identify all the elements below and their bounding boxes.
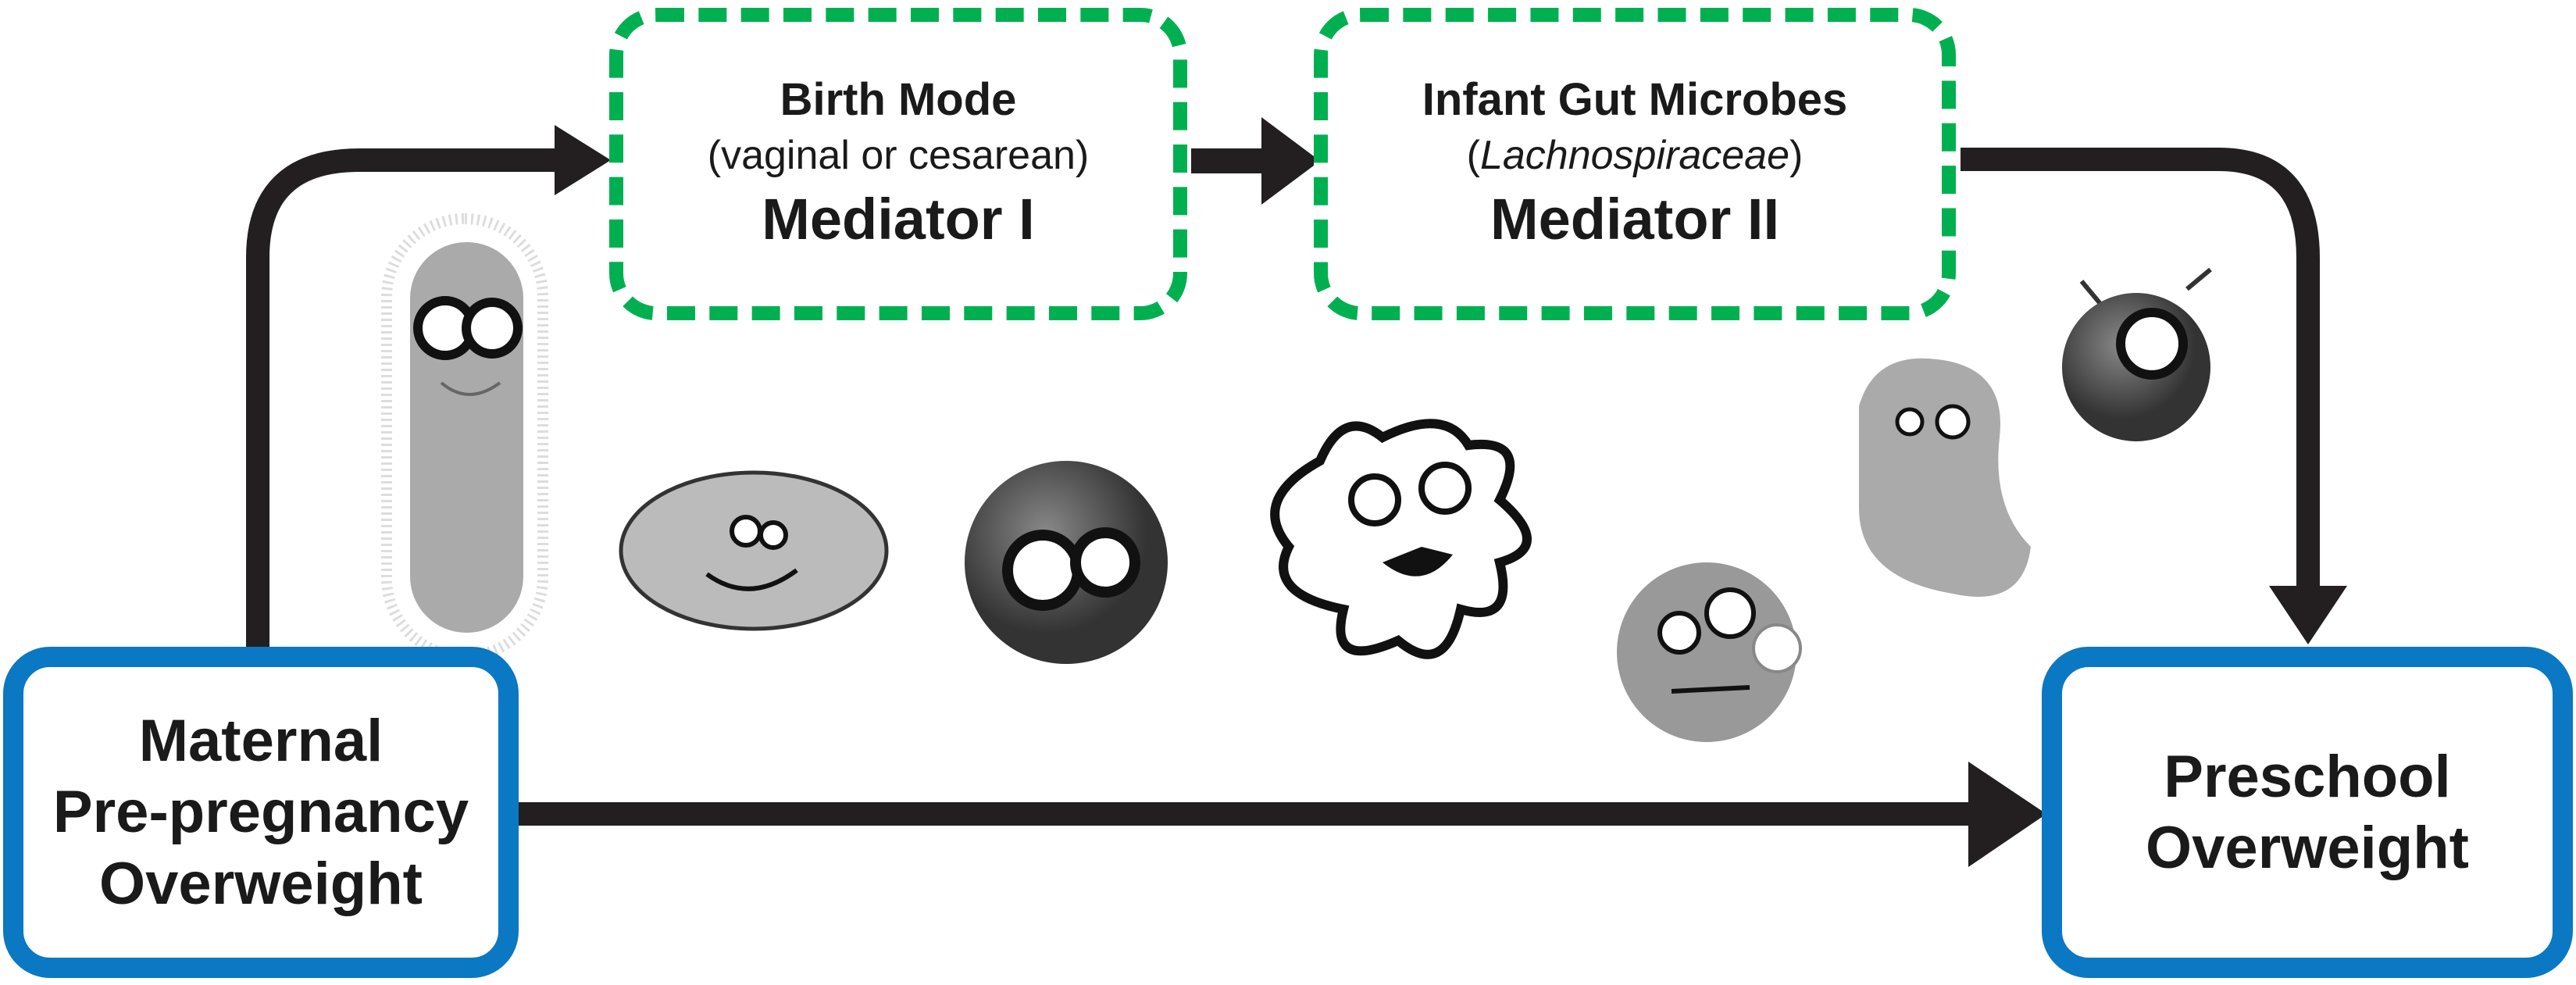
blob-microbe-icon [1859,358,2031,597]
mediator2-label: Mediator II [1490,187,1780,252]
arrow-exposure-to-outcome [516,762,2046,867]
arrow-exposure-to-mediator1 [246,148,562,648]
dark-antenna-microbe-icon [2062,267,2212,441]
mediator2-box: Infant Gut Microbes (Lachnospiraceae) Me… [1314,8,1956,320]
arrowhead-icon [2269,586,2347,644]
outcome-box: Preschool Overweight [2042,647,2573,978]
fuzzy-microbe-icon [1617,562,1802,742]
arrow-mediator1-to-mediator2 [1191,117,1320,205]
paren-close: ) [1789,132,1804,178]
exposure-box: Maternal Pre-pregnancy Overweight [3,647,519,978]
taxon-name: Lachnospiraceae [1479,132,1790,178]
rod-bacterium-icon [381,213,548,662]
mediator2-title: Infant Gut Microbes [1422,74,1848,126]
mediator1-title: Birth Mode [780,74,1017,126]
arrowhead-icon [555,125,611,195]
amoeba-microbe-icon [1270,419,1532,659]
mediator1-label: Mediator I [762,187,1035,252]
arrow-mediator2-to-outcome [1961,148,2320,594]
mediator1-subtitle: (vaginal or cesarean) [707,132,1090,178]
mediator2-subtitle: (Lachnospiraceae) [1467,130,1804,183]
exposure-line: Overweight [99,850,423,917]
paren-open: ( [1466,132,1480,178]
exposure-line: Maternal [138,708,384,775]
exposure-line: Pre-pregnancy [52,779,469,846]
outcome-line: Overweight [2146,815,2469,881]
dark-spiky-microbe-icon [965,461,1168,664]
outcome-line: Preschool [2164,743,2451,810]
mediator1-box: Birth Mode (vaginal or cesarean) Mediato… [609,8,1187,320]
spiky-oval-bacterium-icon [619,470,889,631]
